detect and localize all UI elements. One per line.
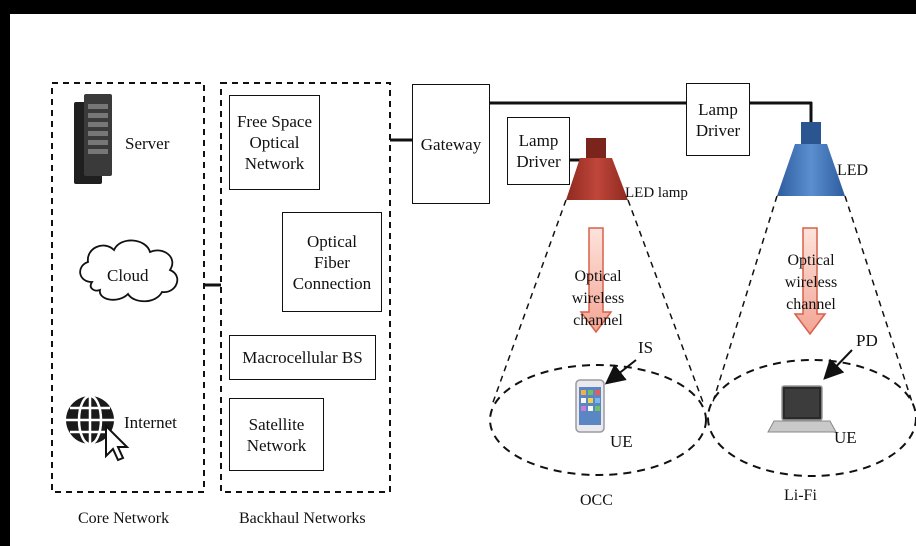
occ-lamp-label: LED lamp — [625, 185, 688, 201]
frame-border-left — [0, 0, 10, 546]
occ-title: OCC — [580, 492, 613, 509]
gateway-box: Gateway — [412, 84, 490, 204]
frame-border-top — [0, 0, 916, 14]
backhaul-networks-group — [220, 82, 391, 493]
free-space-optical-network-box: Free Space Optical Network — [229, 95, 320, 190]
lifi-title: Li-Fi — [784, 487, 817, 504]
cloud-label: Cloud — [107, 266, 149, 285]
server-label: Server — [125, 134, 170, 153]
internet-globe-icon — [66, 394, 130, 462]
occ-light-cone-right — [627, 199, 705, 406]
lamp-driver-box-lifi: Lamp Driver — [686, 83, 750, 156]
lamp-driver-label-occ: Lamp Driver — [516, 131, 561, 171]
occ-led-lamp-icon — [566, 138, 628, 200]
lifi-light-cone — [711, 195, 778, 406]
server-icon — [74, 94, 112, 184]
lifi-ue-label: UE — [834, 428, 857, 447]
smartphone-icon — [575, 379, 605, 433]
internet-label: Internet — [124, 413, 177, 432]
occ-channel-label: Optical wireless channel — [571, 268, 625, 329]
backhaul-networks-title: Backhaul Networks — [239, 510, 366, 527]
lifi-light-cone-right — [844, 195, 914, 406]
lifi-led-lamp-icon — [777, 122, 845, 196]
lifi-light-arrow — [793, 227, 827, 336]
laptop-icon — [767, 385, 837, 433]
macrocellular-bs-label: Macrocellular BS — [242, 348, 363, 367]
lamp-driver-box-occ: Lamp Driver — [507, 117, 570, 185]
occ-light-arrow — [579, 227, 613, 334]
optical-fiber-connection-box: Optical Fiber Connection — [282, 212, 382, 312]
free-space-optical-network-label: Free Space Optical Network — [236, 112, 313, 173]
lifi-coverage-area — [707, 359, 916, 477]
optical-fiber-connection-label: Optical Fiber Connection — [292, 231, 372, 293]
occ-coverage-area — [489, 364, 707, 476]
image-sensor-pointer — [604, 359, 637, 385]
core-network-group — [51, 82, 205, 493]
cloud-icon — [79, 239, 179, 303]
lifi-photodetector-label: PD — [856, 331, 878, 350]
macrocellular-bs-box: Macrocellular BS — [229, 335, 376, 380]
lamp-driver-label-lifi: Lamp Driver — [695, 99, 741, 140]
occ-image-sensor-label: IS — [638, 338, 654, 357]
lifi-channel-label: Optical wireless channel — [784, 252, 838, 313]
gateway-label: Gateway — [420, 134, 482, 154]
satellite-network-label: Satellite Network — [246, 414, 307, 455]
satellite-network-box: Satellite Network — [229, 398, 324, 471]
occ-light-cone — [491, 199, 567, 406]
occ-ue-label: UE — [610, 432, 633, 451]
photodetector-pointer — [823, 349, 853, 380]
core-network-title: Core Network — [78, 510, 170, 527]
lifi-lamp-label: LED — [837, 162, 869, 179]
